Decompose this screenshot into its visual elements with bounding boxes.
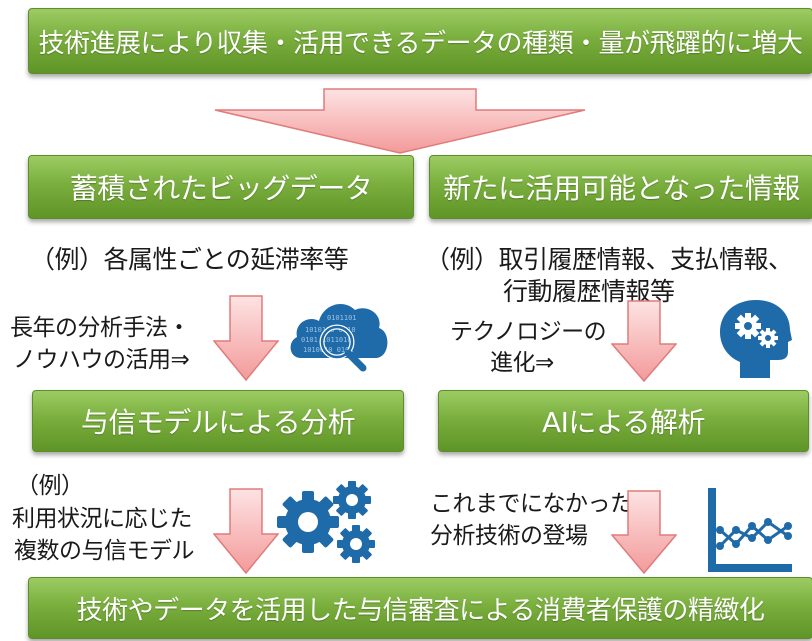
cloud-search-icon: 0101101 1010110 0110 0101 1011010 101001…: [290, 303, 388, 372]
ai-head-icon: [720, 300, 792, 378]
top-banner: 技術進展により収集・活用できるデータの種類・量が飛躍的に増大: [28, 8, 812, 74]
right-new-line2: 分析技術の登場: [430, 523, 588, 549]
left-header-box: 蓄積されたビッグデータ: [28, 155, 414, 219]
left-result-box: 与信モデルによる分析: [32, 390, 404, 452]
svg-text:1010010 0101: 1010010 0101: [303, 346, 354, 354]
bottom-banner: 技術やデータを活用した与信審査による消費者保護の精緻化: [28, 577, 812, 639]
left-method-line2: ノウハウの活用⇒: [13, 347, 190, 373]
right-result-box: AIによる解析: [438, 390, 809, 452]
left-down-arrow-1: [213, 295, 279, 381]
left-down-arrow-2: [213, 488, 279, 574]
left-method-line1: 長年の分析手法・: [10, 315, 191, 341]
big-down-arrow: [214, 88, 586, 154]
right-example-line1: （例）取引履歴情報、支払情報、: [425, 245, 793, 274]
right-new-line1: これまでになかった: [430, 491, 633, 517]
right-tech-line1: テクノロジーの: [450, 319, 607, 345]
right-down-arrow-1: [611, 300, 677, 382]
right-tech-line2: 進化⇒: [490, 350, 554, 376]
gears-icon: [277, 481, 375, 563]
right-down-arrow-2: [611, 490, 677, 574]
right-header-box: 新たに活用可能となった情報: [429, 155, 812, 219]
svg-text:0101101: 0101101: [327, 314, 357, 322]
svg-text:0101 1011010: 0101 1011010: [301, 336, 352, 344]
left-example2-line3: 複数の与信モデル: [14, 538, 195, 564]
left-example2-line1: （例）: [16, 473, 84, 499]
left-example-text: （例）各属性ごとの延滞率等: [30, 245, 349, 274]
left-example2-line2: 利用状況に応じた: [12, 506, 193, 532]
line-chart-icon: [708, 488, 792, 572]
